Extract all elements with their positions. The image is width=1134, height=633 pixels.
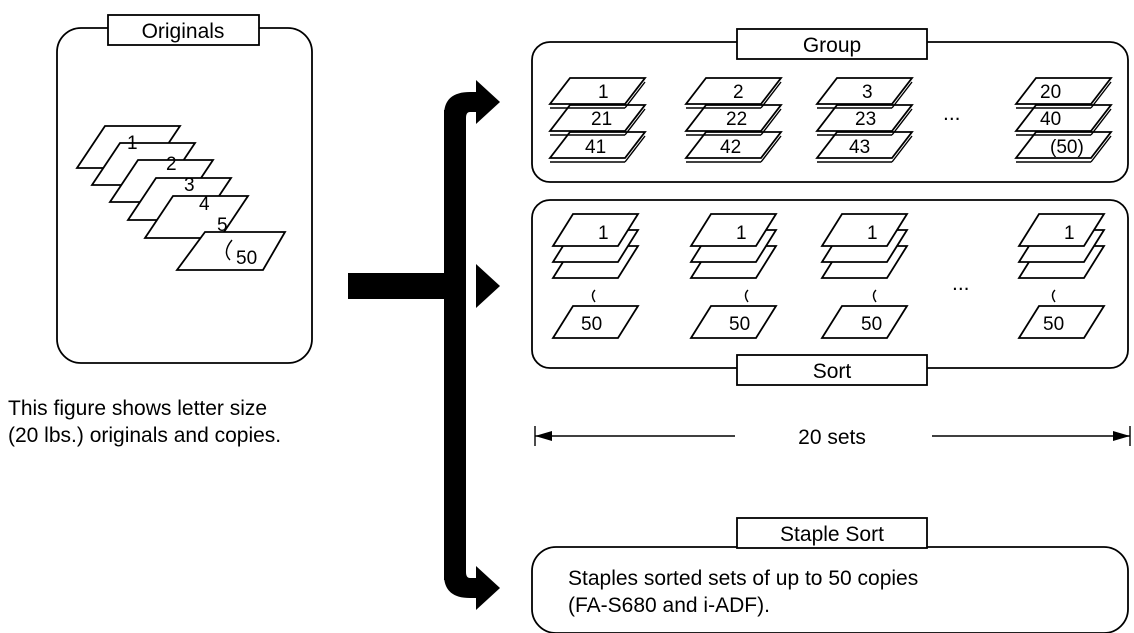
staple-sort-panel: Staple Sort — [531, 517, 1129, 633]
flow-arrow — [348, 80, 500, 610]
group-sheet-label: 43 — [849, 137, 870, 158]
caption-line-1: This figure shows letter size — [8, 397, 268, 420]
group-sheet-label: 40 — [1040, 109, 1061, 130]
group-sheet-label: 3 — [862, 82, 873, 103]
sort-top-label: 1 — [867, 223, 878, 244]
original-label: 1 — [127, 133, 138, 154]
continuation-curl — [225, 239, 233, 261]
sort-panel: Sort — [531, 199, 1129, 386]
sets-label: 20 sets — [798, 426, 866, 449]
sort-ellipsis: ... — [952, 272, 970, 295]
original-label: 3 — [184, 175, 195, 196]
group-sheet-label: 21 — [591, 109, 612, 130]
sort-bottom-label: 50 — [581, 314, 602, 335]
group-stack-4: 20 40 (50) — [1014, 77, 1113, 163]
sort-top-label: 1 — [1064, 223, 1075, 244]
sort-bottom-label: 50 — [861, 314, 882, 335]
staple-sort-title: Staple Sort — [780, 523, 884, 546]
original-label: 4 — [199, 194, 210, 215]
staple-sort-line-1: Staples sorted sets of up to 50 copies — [568, 567, 919, 590]
original-sheet — [175, 231, 287, 271]
arrow-head-group — [476, 80, 500, 124]
sort-stack-2: 1 50 — [689, 213, 778, 339]
group-sheet-label: (50) — [1050, 137, 1084, 158]
sort-top-label: 1 — [736, 223, 747, 244]
group-sheet-label: 22 — [726, 109, 747, 130]
group-sheet-label: 2 — [733, 82, 744, 103]
group-sheet-label: 20 — [1040, 82, 1061, 103]
group-title: Group — [803, 34, 861, 57]
group-stack-3: 3 23 43 — [815, 77, 914, 163]
group-stack-2: 2 22 42 — [684, 77, 783, 163]
staple-sort-line-2: (FA-S680 and i-ADF). — [568, 594, 770, 617]
staple-sort-description: Staples sorted sets of up to 50 copies (… — [568, 565, 918, 619]
sort-title: Sort — [813, 360, 852, 383]
sort-top-label: 1 — [598, 223, 609, 244]
sets-dimension: 20 sets — [534, 426, 1131, 449]
group-sheet-label: 1 — [598, 82, 609, 103]
group-sheet-label: 23 — [855, 109, 876, 130]
sort-bottom-label: 50 — [729, 314, 750, 335]
caption-line-2: (20 lbs.) originals and copies. — [8, 424, 282, 447]
arrow-head-staple — [476, 566, 500, 610]
group-stack-1: 1 21 41 — [548, 77, 647, 163]
sort-stack-3: 1 50 — [820, 213, 909, 339]
arrow-head-sort — [476, 264, 500, 308]
original-label: 50 — [236, 248, 257, 269]
group-sheet-label: 41 — [585, 137, 606, 158]
original-label: 2 — [166, 154, 177, 175]
sort-stack-4: 1 50 — [1017, 213, 1106, 339]
group-panel: Group — [531, 28, 1129, 183]
original-label: 5 — [217, 215, 228, 236]
originals-title: Originals — [142, 20, 225, 43]
originals-stack: 1 2 3 4 5 50 — [75, 125, 287, 271]
sort-stack-1: 1 50 — [551, 213, 640, 339]
sort-bottom-label: 50 — [1043, 314, 1064, 335]
group-ellipsis: ... — [943, 102, 961, 125]
group-sheet-label: 42 — [720, 137, 741, 158]
caption: This figure shows letter size (20 lbs.) … — [8, 395, 281, 449]
